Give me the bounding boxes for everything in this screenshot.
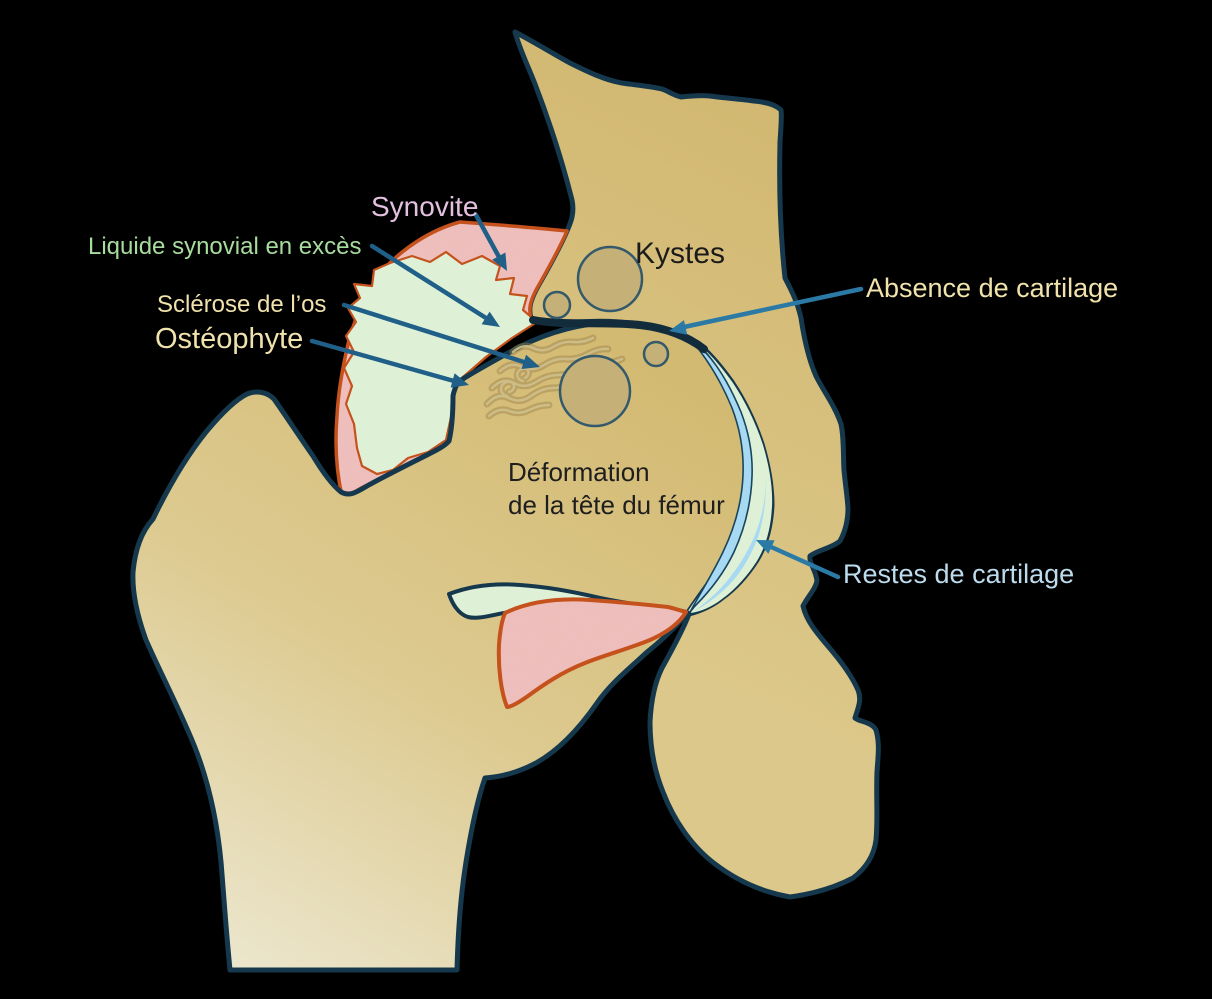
leader-arrows bbox=[309, 212, 864, 580]
diagram-labels: Synovite Liquide synovial en excès Sclér… bbox=[88, 191, 1118, 589]
arrow-restes-cartilage bbox=[756, 540, 841, 580]
cyst-circle-large-femoral-head bbox=[558, 354, 632, 428]
cyst-circle-small-acetabulum bbox=[542, 290, 572, 320]
label-osteophyte: Ostéophyte bbox=[155, 323, 303, 355]
label-deformation-line1: Déformation bbox=[508, 457, 650, 487]
bone-contact-line bbox=[529, 316, 708, 353]
cyst-circle-large-acetabulum bbox=[576, 245, 644, 313]
arrow-osteophyte bbox=[309, 338, 469, 388]
cartilage-remnant-sliver bbox=[694, 468, 767, 611]
arrow-liquide-synovial bbox=[369, 243, 500, 327]
arrow-synovite bbox=[473, 212, 507, 271]
arrow-absence-cartilage bbox=[669, 286, 864, 335]
cyst-circle-small-femoral-head bbox=[642, 340, 670, 368]
label-deformation-line2: de la tête du fémur bbox=[508, 490, 725, 520]
cysts-group bbox=[542, 245, 670, 428]
label-absence-cartilage: Absence de cartilage bbox=[866, 273, 1118, 303]
label-kystes: Kystes bbox=[635, 237, 725, 270]
label-synovite: Synovite bbox=[371, 191, 478, 222]
label-restes-cartilage: Restes de cartilage bbox=[843, 559, 1074, 589]
label-liquide-synovial: Liquide synovial en excès bbox=[88, 233, 362, 260]
label-sclerose: Sclérose de l’os bbox=[157, 291, 326, 318]
arrow-sclerose bbox=[341, 302, 540, 369]
